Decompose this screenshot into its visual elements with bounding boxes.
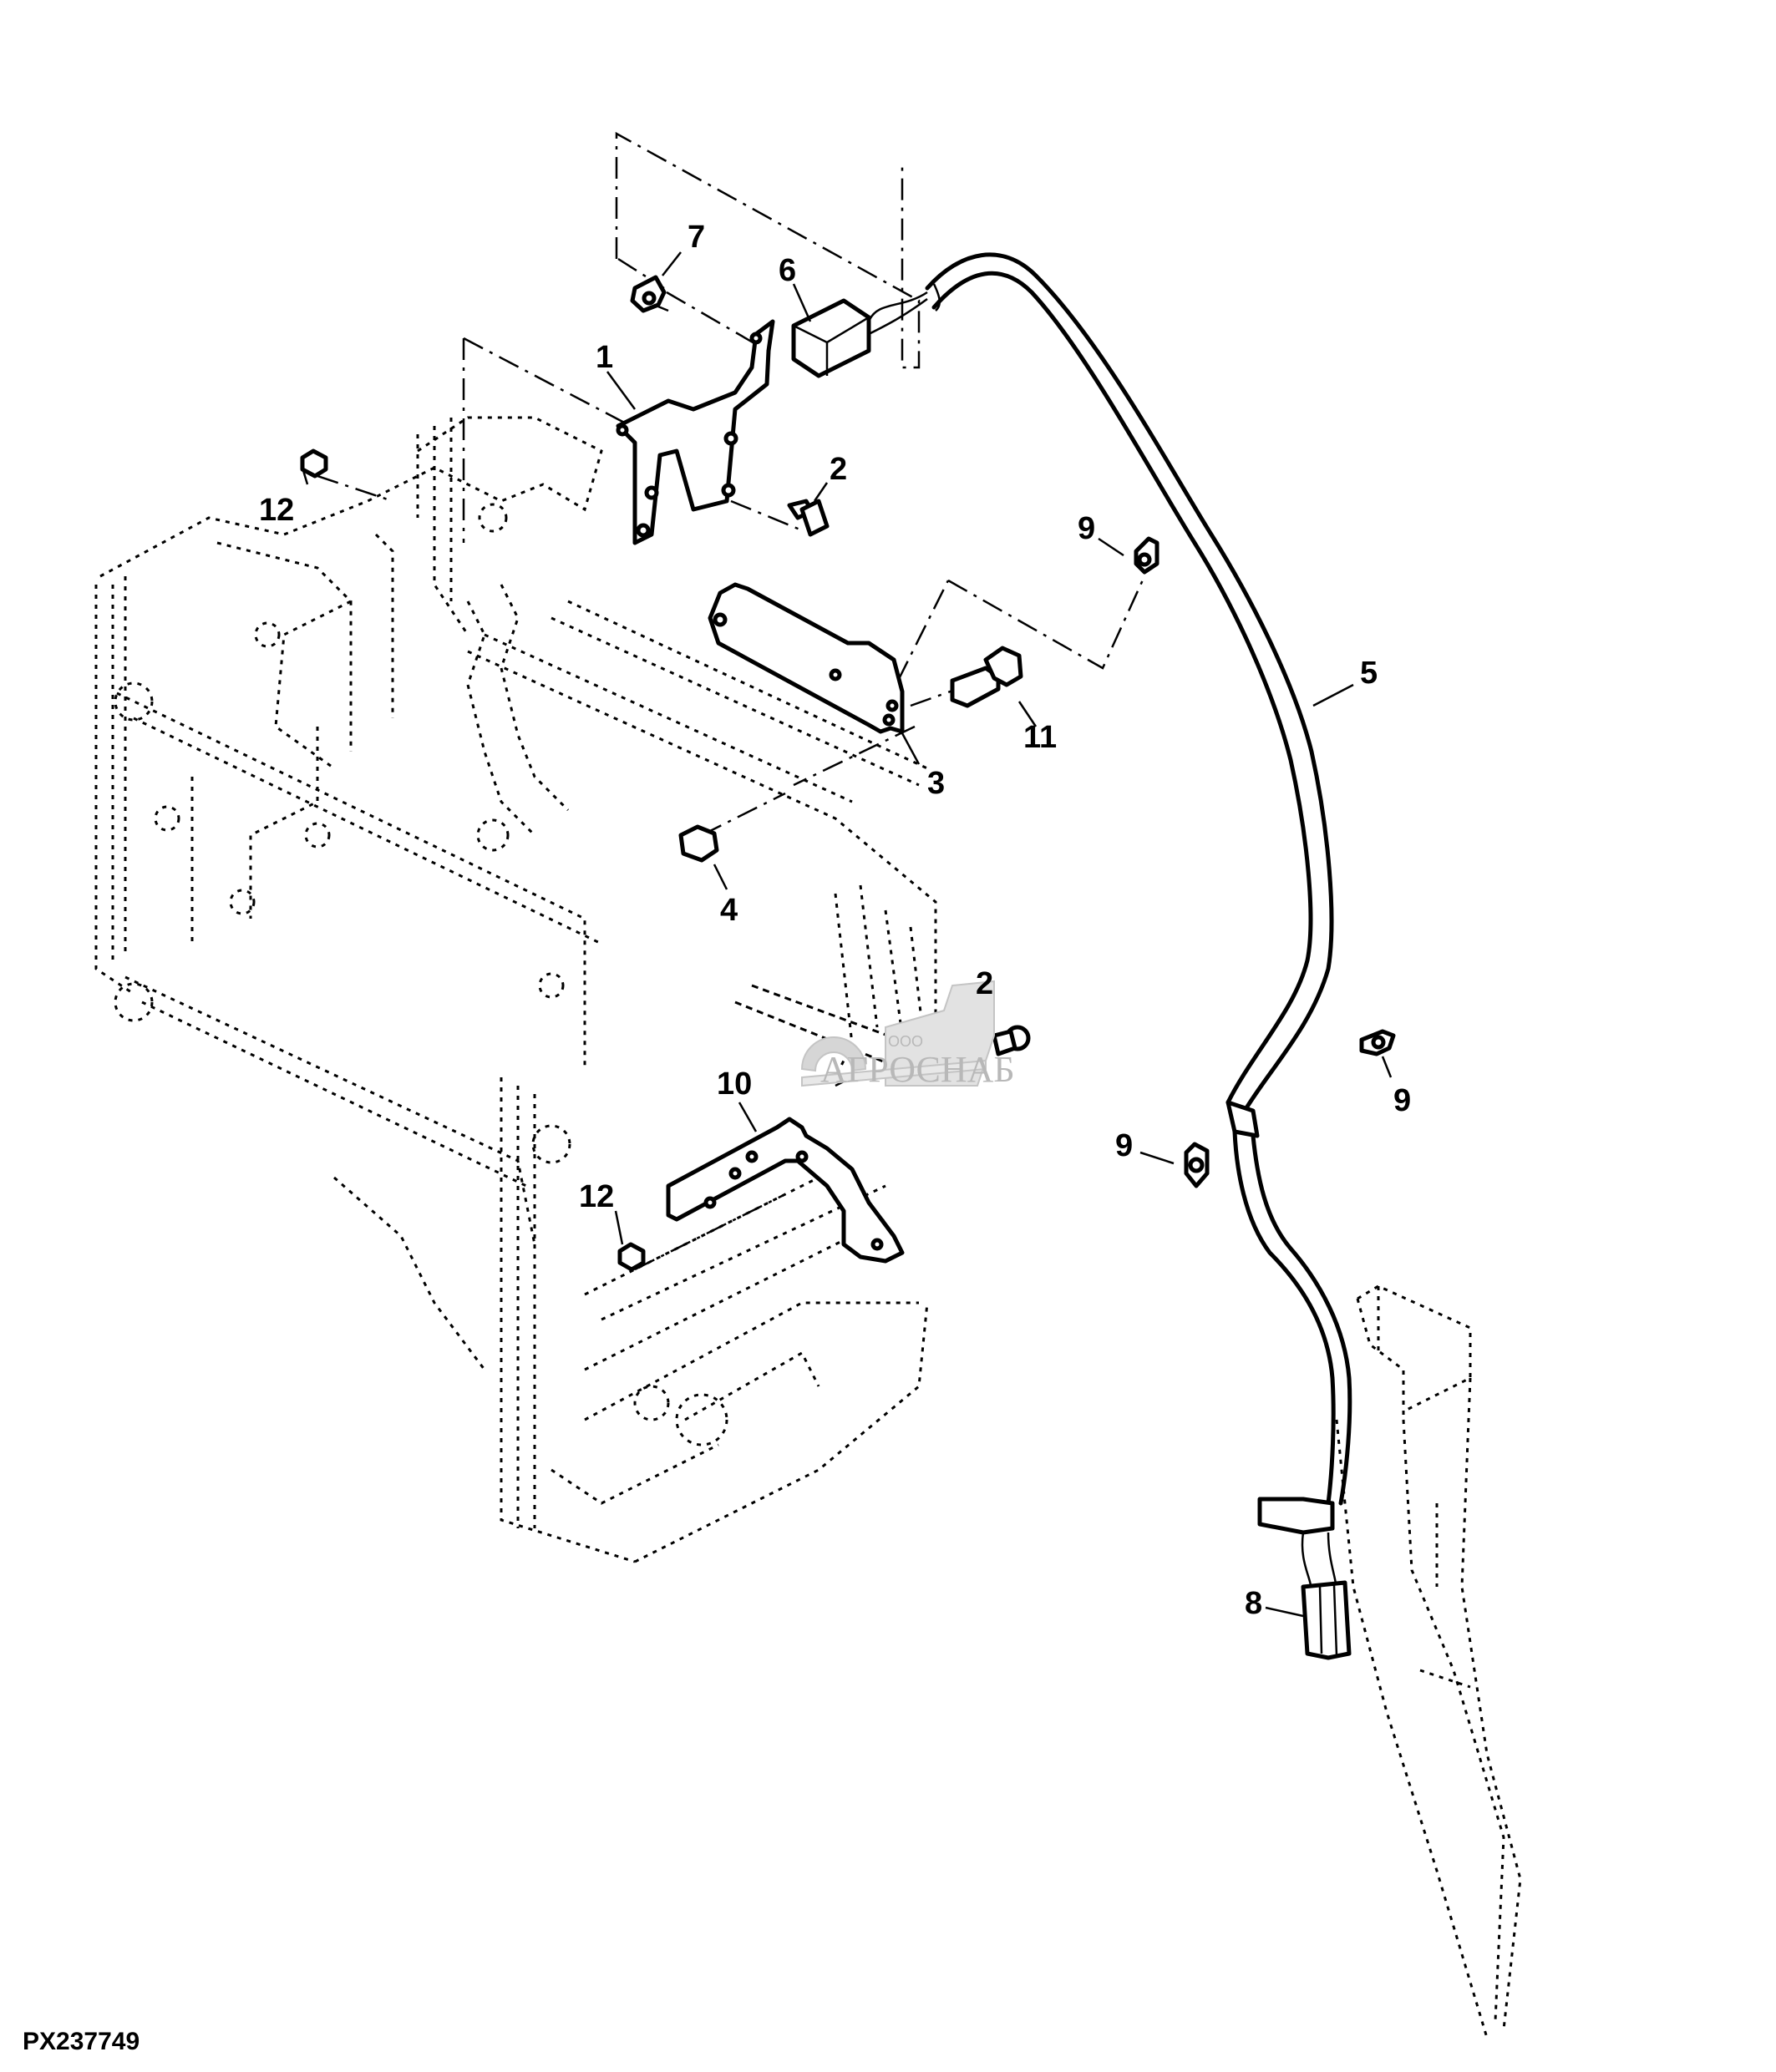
phantom-arm: [1335, 1284, 1522, 2039]
part-8-connector: [1257, 1497, 1352, 1660]
part-5-harness: [925, 252, 1352, 1506]
part-2-bolt-upper: [787, 499, 830, 537]
part-3-strap: [708, 582, 905, 734]
watermark-prefix: ООО: [888, 1033, 923, 1050]
callout-9-right: 9: [1393, 1083, 1411, 1118]
callout-7: 7: [688, 220, 705, 255]
part-1-bracket: [616, 319, 775, 545]
callout-5: 5: [1360, 656, 1378, 691]
part-7-clip: [630, 275, 669, 313]
callout-2-lower: 2: [976, 966, 993, 1001]
part-12-nut-upper: [300, 448, 328, 479]
watermark-brand: АГРОСНАБ: [820, 1049, 1015, 1090]
callout-8: 8: [1245, 1586, 1262, 1621]
assembly-lines: [317, 131, 1146, 1271]
phantom-frame: [94, 416, 937, 1563]
callout-9-upper: 9: [1078, 511, 1095, 546]
part-2-bolt-lower: [992, 1025, 1031, 1056]
part-12-nut-lower: [617, 1242, 646, 1272]
callout-2-upper: 2: [830, 452, 847, 487]
callout-1: 1: [596, 340, 613, 375]
figure-id: PX237749: [23, 2028, 140, 2055]
part-4-hex-nut: [678, 824, 719, 863]
callout-12-lower: 12: [579, 1179, 614, 1214]
part-10-l-bracket: [666, 1117, 905, 1264]
part-11-cap-screw: [950, 646, 1023, 708]
callout-12-upper: 12: [259, 493, 294, 528]
callout-11: 11: [1023, 720, 1057, 755]
callout-10: 10: [717, 1066, 752, 1102]
part-9-clamp-left: [1184, 1142, 1210, 1188]
watermark-logo: ООО АГРОСНАБ: [800, 980, 1015, 1090]
part-6-connector: [791, 291, 928, 378]
callout-9-left: 9: [1115, 1128, 1133, 1163]
part-9-clamp-upper: [1134, 536, 1159, 575]
part-9-clamp-right: [1359, 1029, 1396, 1056]
callout-3: 3: [927, 766, 945, 801]
callout-labels: 1 2 2 3 4 5 6 7 8 9 9 9 10 11 12 12: [259, 220, 1411, 1621]
callout-6: 6: [779, 253, 796, 288]
callout-4: 4: [720, 893, 738, 928]
